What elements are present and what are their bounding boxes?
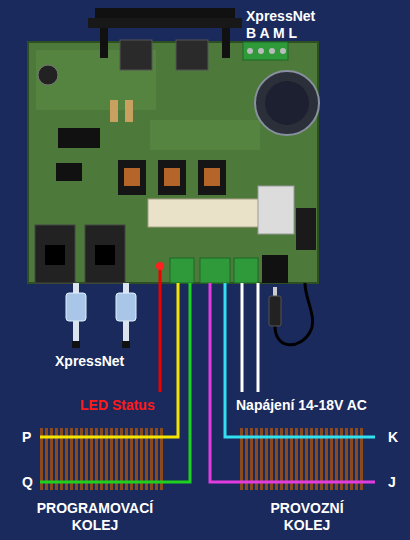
rj-socket bbox=[45, 245, 65, 265]
coil bbox=[124, 168, 140, 186]
capacitor-top bbox=[265, 81, 309, 125]
power-jack bbox=[262, 255, 288, 283]
heatsink bbox=[88, 18, 242, 28]
heatsink bbox=[95, 8, 235, 18]
screw bbox=[280, 48, 286, 54]
rail-wire bbox=[232, 436, 375, 439]
programming-track: PROGRAMOVACÍ KOLEJ bbox=[20, 425, 170, 537]
heatsink-fin bbox=[100, 28, 108, 58]
cable-end bbox=[72, 341, 80, 348]
regulator bbox=[120, 40, 152, 70]
terminal-name: Q bbox=[22, 473, 33, 491]
rail-wire bbox=[40, 436, 170, 439]
wire-connector bbox=[225, 283, 232, 437]
coil bbox=[164, 168, 180, 186]
wire-connector bbox=[170, 283, 190, 482]
led-wire bbox=[159, 270, 162, 392]
power-label: Napájení 14-18V AC bbox=[236, 396, 367, 414]
rj-socket bbox=[95, 245, 115, 265]
chip bbox=[58, 128, 100, 148]
screw bbox=[269, 48, 275, 54]
board-label: XpressNet B A M L bbox=[246, 8, 326, 42]
terminal-block bbox=[243, 42, 288, 60]
terminal-block bbox=[170, 258, 194, 283]
rj-plug bbox=[66, 293, 86, 321]
terminal-name: J bbox=[388, 473, 396, 491]
terminal-block bbox=[234, 258, 258, 283]
pcb bbox=[28, 42, 318, 283]
power-plug bbox=[269, 296, 281, 326]
screw bbox=[258, 48, 264, 54]
status-led bbox=[156, 262, 164, 270]
led-label: LED Status bbox=[80, 396, 155, 414]
capacitor bbox=[255, 71, 319, 135]
heatsink-fin bbox=[222, 28, 230, 58]
cable bbox=[123, 321, 129, 343]
cable-end bbox=[122, 341, 130, 348]
resistor bbox=[110, 100, 118, 122]
main-track: PROVOZNÍ KOLEJ bbox=[232, 425, 382, 537]
wire-connector bbox=[170, 283, 178, 437]
terminal-name: K bbox=[388, 428, 398, 446]
inductor bbox=[198, 160, 226, 195]
power-wire bbox=[257, 283, 260, 392]
resistor bbox=[125, 100, 133, 122]
control-board: XpressNet B A M L bbox=[28, 8, 328, 283]
wire-connector bbox=[210, 283, 232, 482]
terminal-block bbox=[200, 258, 230, 283]
relay bbox=[148, 199, 260, 227]
rj-jack bbox=[85, 225, 125, 283]
track-name: PROVOZNÍ KOLEJ bbox=[262, 500, 352, 534]
rj-plug bbox=[116, 293, 136, 321]
track-name: PROGRAMOVACÍ KOLEJ bbox=[33, 500, 158, 534]
power-resistor bbox=[258, 186, 294, 234]
regulator bbox=[176, 40, 208, 70]
power-wire bbox=[241, 283, 244, 392]
rail-wire bbox=[232, 481, 375, 484]
component bbox=[296, 208, 316, 250]
inductor bbox=[118, 160, 146, 195]
chip bbox=[56, 163, 82, 181]
terminal-name: P bbox=[22, 428, 31, 446]
connector-label: XpressNet bbox=[55, 352, 124, 370]
rj-jack bbox=[35, 225, 75, 283]
pcb-trace-area bbox=[150, 120, 260, 150]
inductor bbox=[158, 160, 186, 195]
screw bbox=[247, 48, 253, 54]
rail-wire bbox=[40, 481, 170, 484]
capacitor bbox=[38, 65, 58, 85]
coil bbox=[204, 168, 220, 186]
cable bbox=[73, 321, 79, 343]
